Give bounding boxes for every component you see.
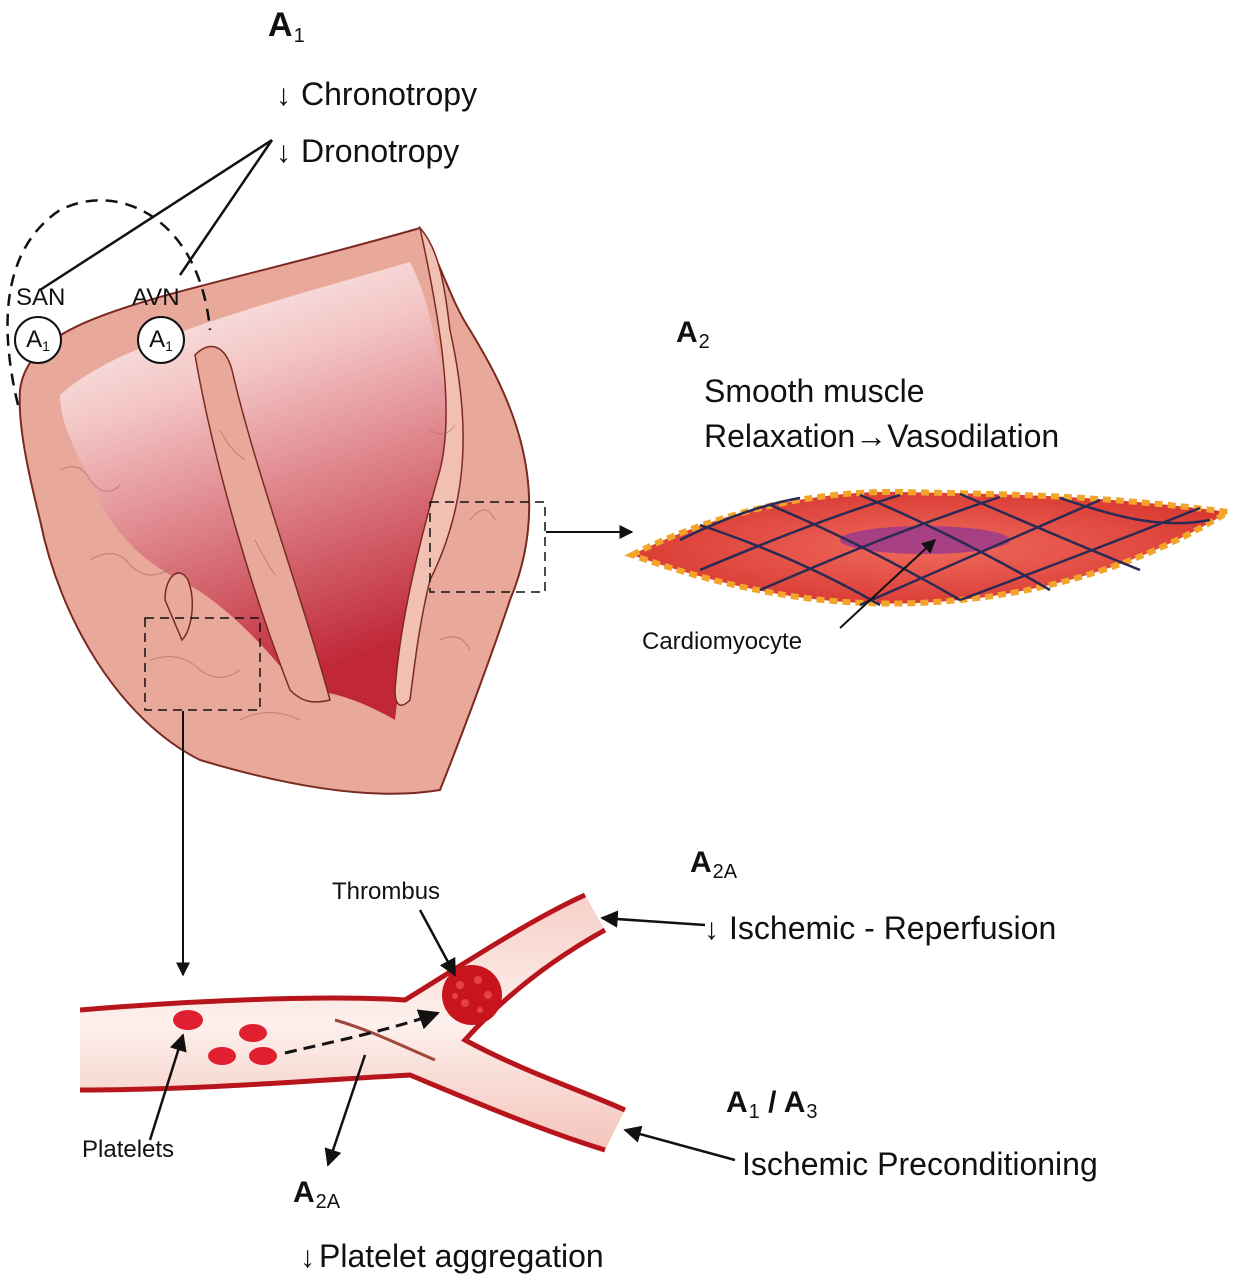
thrombus-label: Thrombus: [332, 878, 441, 905]
thrombus-clot: [442, 965, 502, 1025]
san-label: SAN: [16, 284, 66, 311]
platelet-aggregation-effect: ↓Platelet aggregation: [300, 1238, 604, 1274]
platelet: [173, 1010, 203, 1030]
vessel-lumen: [80, 895, 625, 1150]
myocardium-texture: [59, 424, 496, 721]
heart-septum: [194, 345, 331, 703]
reperfusion-pointer: [600, 910, 706, 928]
vasodilation-label: Relaxation→Vasodilation: [704, 418, 1060, 454]
inset-box-vessel: [144, 617, 261, 711]
inset-box-wall: [429, 501, 546, 593]
thrombus-pointer: [418, 909, 457, 977]
chronotropy-effect: ↓Chronotropy: [276, 76, 478, 112]
papillary-muscle: [164, 572, 193, 642]
top-receptor-label: A1: [268, 6, 305, 47]
a2a-upper-receptor-label: A2A: [690, 846, 738, 883]
vessel-wall-upper: [79, 892, 587, 1013]
reperfusion-effect: ↓Ischemic - Reperfusion: [704, 910, 1057, 946]
cardiomyocyte-illustration: [624, 488, 1237, 607]
vessel-wall-lower: [79, 1072, 606, 1153]
avn-receptor-circle: A1: [137, 316, 185, 364]
platelet: [239, 1024, 267, 1042]
dronotropy-effect: ↓Dronotropy: [276, 133, 460, 169]
a2-receptor-label: A2: [676, 316, 710, 353]
vessel-wall-branch: [461, 927, 627, 1113]
a2a-lower-receptor-label: A2A: [293, 1176, 341, 1213]
avn-label: AVN: [132, 284, 180, 311]
cardiomyocyte-label: Cardiomyocyte: [642, 628, 803, 655]
avn-connector-line: [178, 139, 274, 276]
thrombus-texture: [452, 976, 492, 1013]
heart-illustration: [18, 225, 531, 795]
platelets-pointer: [148, 1033, 187, 1141]
platelet: [249, 1047, 277, 1065]
a1-a3-receptor-label: A1 / A3: [726, 1086, 818, 1123]
heart-right-wall: [394, 225, 464, 706]
blood-vessel-illustration: [79, 892, 627, 1153]
platelet-migration-arrow: [284, 1009, 440, 1055]
preconditioning-effect: Ischemic Preconditioning: [742, 1146, 1098, 1182]
platelet: [208, 1047, 236, 1065]
plaque-pointer: [324, 1054, 367, 1167]
san-receptor-circle: A1: [14, 316, 62, 364]
smooth-muscle-label: Smooth muscle: [704, 373, 925, 409]
platelets-label: Platelets: [82, 1136, 175, 1163]
cell-grid-lines: [679, 492, 1211, 607]
san-connector-line: [39, 138, 273, 292]
cell-label-pointer: [839, 539, 937, 629]
plaque-streak: [334, 1018, 436, 1062]
preconditioning-pointer: [623, 1125, 736, 1162]
